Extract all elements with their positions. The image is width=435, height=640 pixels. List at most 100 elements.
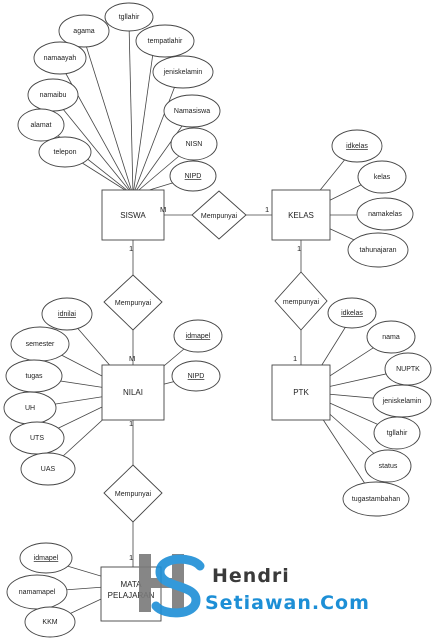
attr-mapel-idmapel-label: idmapel: [34, 555, 59, 562]
watermark-logo: Hendri Setiawan.Com: [139, 554, 369, 618]
entity-ptk-label: PTK: [293, 388, 309, 397]
attr-siswa-tempatlahir[interactable]: tempatlahir: [135, 24, 195, 58]
attr-siswa-alamat[interactable]: alamat: [17, 108, 65, 142]
attr-kelas-namakelas[interactable]: namakelas: [356, 197, 414, 231]
attr-nilai-idnilai-label: idnilai: [58, 311, 76, 318]
attr-ptk-status-label: status: [379, 463, 398, 470]
attr-nilai-tugas[interactable]: tugas: [5, 359, 63, 393]
attr-nilai-idmapel-label: idmapel: [186, 333, 211, 340]
attr-siswa-agama-label: agama: [73, 28, 95, 35]
entity-siswa[interactable]: SISWA: [101, 189, 165, 241]
attr-nilai-semester[interactable]: semester: [10, 326, 70, 362]
attr-ptk-nuptk[interactable]: NUPTK: [384, 352, 432, 386]
relationship-siswa-kelas[interactable]: Mempunyai: [191, 190, 247, 240]
card-siswa-kelas-left: M: [160, 205, 166, 214]
attr-siswa-tgllahir[interactable]: tgllahir: [104, 2, 154, 32]
attr-siswa-alamat-label: alamat: [30, 122, 51, 129]
attr-nilai-uts[interactable]: UTS: [9, 421, 65, 455]
attr-siswa-jeniskelamin[interactable]: jeniskelamin: [152, 55, 214, 89]
entity-kelas-label: KELAS: [288, 211, 314, 220]
attr-ptk-status[interactable]: status: [364, 449, 412, 483]
attr-siswa-tempatlahir-label: tempatlahir: [148, 38, 183, 45]
attr-nilai-semester-label: semester: [26, 341, 55, 348]
card-siswa-nilai-top: 1: [129, 244, 133, 253]
attr-siswa-namaibu-label: namaibu: [40, 92, 67, 99]
attr-ptk-tgllahir[interactable]: tgllahir: [373, 416, 421, 450]
attr-siswa-namaayah-label: namaayah: [44, 55, 77, 62]
attr-nilai-uh[interactable]: UH: [3, 391, 57, 425]
relationship-nilai-mapel-label: Mempunyai: [115, 491, 152, 498]
attr-siswa-nisn-label: NISN: [186, 141, 203, 148]
cardinality-labels: M 1 1 M 1 1 1 1: [129, 205, 301, 562]
attr-ptk-nama-label: nama: [382, 334, 400, 341]
attr-siswa-namasiswa[interactable]: Namasiswa: [163, 94, 221, 128]
attr-siswa-nisn[interactable]: NISN: [170, 127, 218, 161]
attr-siswa-namasiswa-label: Namasiswa: [174, 108, 210, 115]
attr-kelas-idkelas[interactable]: idkelas: [331, 129, 383, 163]
attr-mapel-kkm[interactable]: KKM: [24, 606, 76, 638]
attr-siswa-nipd[interactable]: NIPD: [169, 160, 217, 192]
attr-nilai-nipd[interactable]: NIPD: [171, 360, 221, 392]
attr-kelas-kelas[interactable]: kelas: [357, 160, 407, 194]
attr-nilai-nipd-label: NIPD: [188, 373, 205, 380]
hs-logo-icon: [139, 554, 205, 618]
nilai-attributes: idnilai semester tugas UH UTS UAS idmape…: [3, 297, 223, 486]
attr-ptk-nuptk-label: NUPTK: [396, 366, 420, 373]
attr-mapel-namamapel-label: namamapel: [19, 589, 56, 596]
card-nilai-mapel-bottom: 1: [129, 553, 133, 562]
attr-nilai-uas-label: UAS: [41, 466, 56, 473]
attr-ptk-nama[interactable]: nama: [366, 320, 416, 354]
relationship-nilai-mapel[interactable]: Mempunyai: [103, 464, 163, 523]
ptk-attributes: idkelas nama NUPTK jeniskelamin tgllahir…: [327, 297, 432, 517]
attr-nilai-uas[interactable]: UAS: [20, 452, 76, 486]
attr-siswa-tgllahir-label: tgllahir: [119, 14, 140, 21]
relationship-kelas-ptk[interactable]: mempunyai: [274, 271, 328, 331]
attr-ptk-tgllahir-label: tgllahir: [387, 430, 408, 437]
attr-mapel-idmapel[interactable]: idmapel: [19, 542, 73, 574]
attr-ptk-jeniskelamin-label: jeniskelamin: [382, 398, 422, 405]
entity-nilai[interactable]: NILAI: [101, 364, 165, 421]
relationship-kelas-ptk-label: mempunyai: [283, 299, 320, 306]
attr-kelas-tahunajaran[interactable]: tahunajaran: [347, 232, 409, 268]
attr-kelas-tahunajaran-label: tahunajaran: [360, 247, 397, 254]
siswa-attributes: agama tgllahir namaayah tempatlahir jeni…: [17, 2, 221, 192]
watermark-line1: Hendri: [212, 565, 290, 587]
entity-mapel-label-line1: MATA: [120, 580, 142, 589]
relationship-siswa-nilai[interactable]: Mempunyai: [103, 274, 163, 331]
card-siswa-nilai-bottom: M: [129, 354, 135, 363]
attr-mapel-namamapel[interactable]: namamapel: [6, 574, 68, 610]
card-kelas-ptk-top: 1: [297, 244, 301, 253]
entity-mapel-label-line2: PELAJARAN: [108, 591, 155, 600]
attr-kelas-idkelas-label: idkelas: [346, 143, 368, 150]
attr-ptk-idkelas[interactable]: idkelas: [327, 297, 377, 329]
attr-ptk-jeniskelamin[interactable]: jeniskelamin: [372, 384, 432, 418]
entity-kelas[interactable]: KELAS: [271, 189, 331, 241]
attr-siswa-agama[interactable]: agama: [58, 14, 110, 48]
attr-mapel-kkm-label: KKM: [42, 619, 57, 626]
attr-nilai-idmapel[interactable]: idmapel: [173, 319, 223, 353]
attr-siswa-telepon-label: telepon: [54, 149, 77, 156]
attr-nilai-uts-label: UTS: [30, 435, 44, 442]
attr-kelas-kelas-label: kelas: [374, 174, 391, 181]
attr-ptk-tugastambahan-label: tugastambahan: [352, 496, 400, 503]
attr-nilai-idnilai[interactable]: idnilai: [41, 297, 93, 331]
entity-ptk[interactable]: PTK: [271, 364, 331, 421]
mapel-attributes: idmapel namamapel KKM: [6, 542, 76, 638]
entity-nilai-label: NILAI: [123, 388, 143, 397]
card-kelas-ptk-bottom: 1: [293, 354, 297, 363]
attr-siswa-telepon[interactable]: telepon: [38, 136, 92, 168]
relationship-siswa-kelas-label: Mempunyai: [201, 213, 238, 220]
attr-nilai-uh-label: UH: [25, 405, 35, 412]
entity-siswa-label: SISWA: [120, 211, 146, 220]
card-siswa-kelas-right: 1: [265, 205, 269, 214]
kelas-attributes: idkelas kelas namakelas tahunajaran: [331, 129, 414, 268]
entity-mata-pelajaran[interactable]: MATA PELAJARAN: [100, 566, 162, 622]
attr-ptk-tugastambahan[interactable]: tugastambahan: [342, 481, 410, 517]
attr-siswa-jeniskelamin-label: jeniskelamin: [163, 69, 203, 76]
attr-ptk-idkelas-label: idkelas: [341, 310, 363, 317]
attr-siswa-namaayah[interactable]: namaayah: [33, 41, 87, 75]
attr-nilai-tugas-label: tugas: [25, 373, 43, 380]
attr-siswa-namaibu[interactable]: namaibu: [27, 78, 79, 112]
attr-siswa-nipd-label: NIPD: [185, 173, 202, 180]
